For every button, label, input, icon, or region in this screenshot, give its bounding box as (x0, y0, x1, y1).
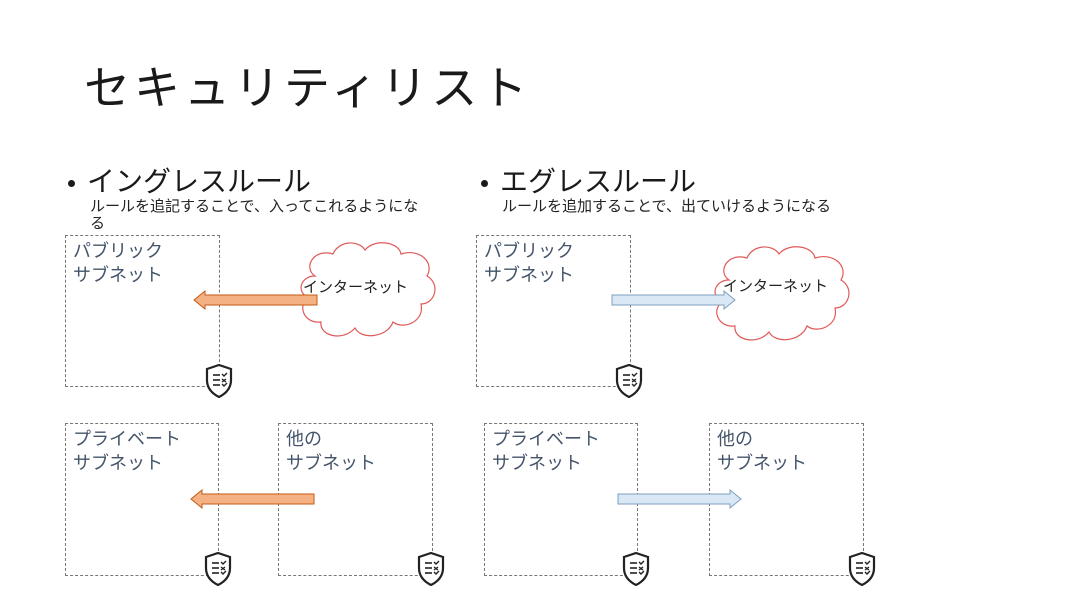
egress-description: ルールを追加することで、出ていけるようになる (502, 197, 831, 215)
egress-heading-text: エグレスルール (500, 165, 697, 198)
egress-heading: エグレスルール (481, 160, 696, 200)
bullet-dot (481, 179, 488, 187)
outbound-arrow (611, 290, 736, 310)
internet-cloud-icon (714, 246, 850, 341)
shield-checklist-icon (615, 364, 643, 398)
subnet-label: プライベート サブネット (73, 429, 181, 474)
internet-cloud-icon (300, 242, 436, 337)
ingress-heading-text: イングレスルール (87, 165, 312, 198)
internet-label: インターネット (303, 278, 409, 296)
subnet-label: パブリック サブネット (73, 241, 163, 286)
ingress-description: ルールを追記することで、入ってこれるようになる (90, 197, 419, 232)
egress-public-subnet-box: パブリック サブネット (476, 235, 631, 387)
ingress-public-subnet-box: パブリック サブネット (65, 235, 220, 387)
shield-checklist-icon (204, 552, 232, 586)
subnet-label: 他の サブネット (717, 429, 807, 474)
shield-checklist-icon (848, 552, 876, 586)
internet-label: インターネット (723, 277, 829, 295)
ingress-private-subnet-box: プライベート サブネット (65, 423, 219, 576)
shield-checklist-icon (417, 552, 445, 586)
inbound-arrow (193, 290, 318, 310)
inbound-arrow (190, 489, 315, 509)
egress-private-subnet-box: プライベート サブネット (484, 423, 638, 576)
subnet-label: パブリック サブネット (484, 241, 574, 286)
shield-checklist-icon (622, 552, 650, 586)
page-title: セキュリティリスト (84, 61, 532, 115)
bullet-dot (68, 179, 75, 187)
subnet-label: プライベート サブネット (492, 429, 600, 474)
subnet-label: 他の サブネット (286, 429, 376, 474)
outbound-arrow (617, 489, 742, 509)
ingress-heading: イングレスルール (68, 160, 311, 200)
shield-checklist-icon (205, 364, 233, 398)
